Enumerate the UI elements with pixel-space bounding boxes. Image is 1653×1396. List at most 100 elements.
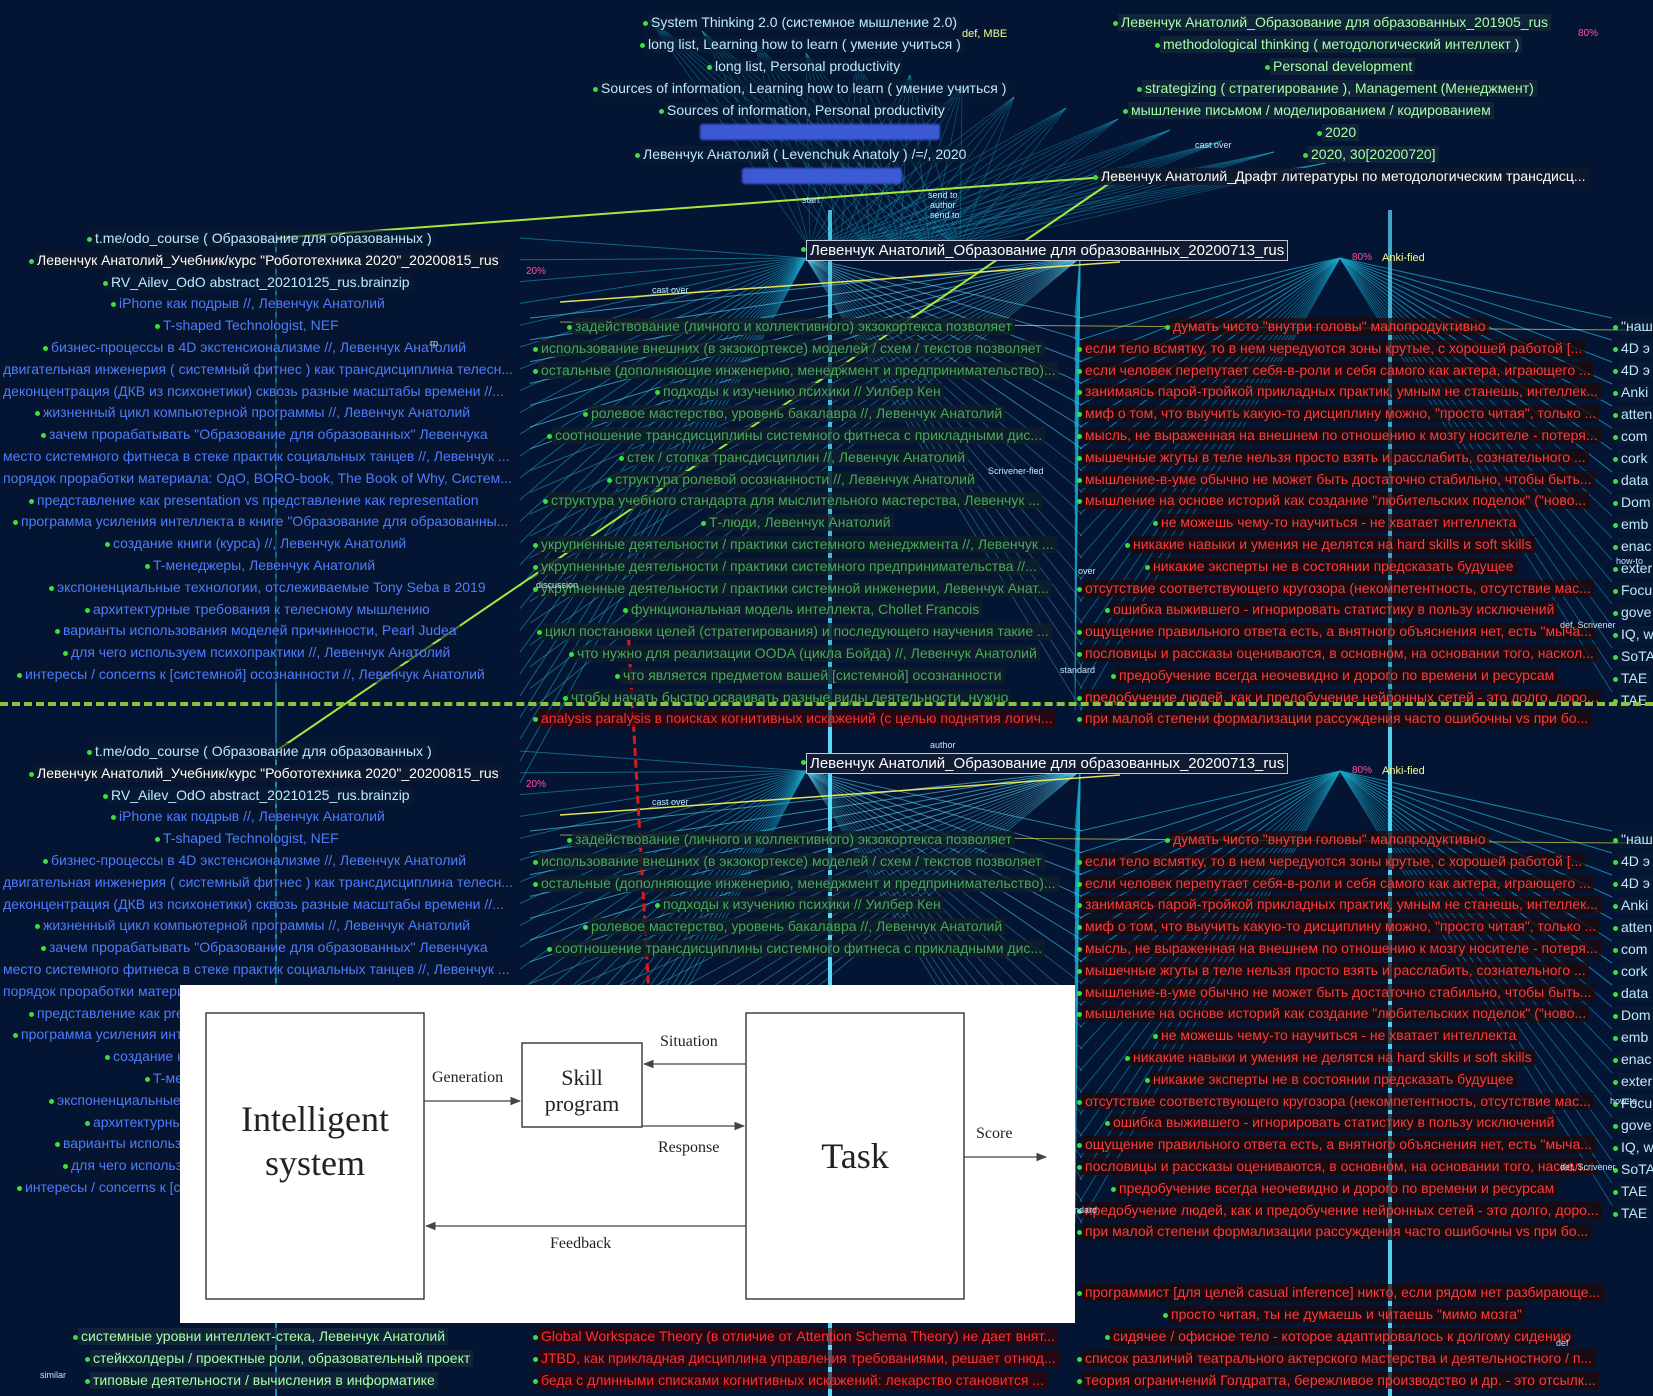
middle-node[interactable]: ролевое мастерство, уровень бакалавра //…: [588, 405, 1006, 423]
far-right-node[interactable]: Anki: [1618, 384, 1652, 401]
middle-node[interactable]: JTBD, как прикладная дисциплина управлен…: [538, 1350, 1059, 1367]
top-node[interactable]: strategizing ( стратегирование ), Manage…: [1142, 80, 1537, 97]
middle-node[interactable]: задействование (личного и коллективного)…: [572, 831, 1015, 848]
right-node[interactable]: предобучение всегда неочевидно и дорого …: [1116, 666, 1558, 684]
right-node[interactable]: отсутствие соответствующего кругозора (н…: [1082, 579, 1594, 597]
left-node[interactable]: iPhone как подрыв //, Левенчук Анатолий: [116, 808, 388, 826]
far-right-node[interactable]: atten: [1618, 406, 1653, 423]
left-node[interactable]: типовые деятельности / вычисления в инфо…: [90, 1372, 438, 1389]
middle-node[interactable]: укрупненные деятельности / практики сист…: [538, 579, 1052, 597]
left-node[interactable]: место системного фитнеса в стеке практик…: [0, 961, 513, 978]
left-node[interactable]: архитектурные требования к телесному мыш…: [90, 600, 433, 618]
far-right-node[interactable]: SoTA: [1618, 648, 1653, 665]
middle-node[interactable]: цикл постановки целей (стратегирования) …: [542, 623, 1052, 641]
middle-node[interactable]: структура ролевой осознанности //, Левен…: [612, 470, 978, 488]
far-right-node[interactable]: 4D э: [1618, 340, 1653, 357]
right-node[interactable]: никакие навыки и умения не делятся на ha…: [1130, 1049, 1535, 1066]
middle-node[interactable]: использование внешних (в экзокортексе) м…: [538, 339, 1045, 357]
right-node[interactable]: если тело всмятку, то в нем чередуются з…: [1082, 339, 1586, 357]
left-node[interactable]: Левенчук Анатолий_Учебник/курс "Робототе…: [34, 764, 502, 782]
top-node[interactable]: 2020, 30[20200720]: [1308, 146, 1439, 163]
left-node[interactable]: порядок проработки материала: ОдО, BORO-…: [0, 469, 515, 487]
left-node[interactable]: iPhone как подрыв //, Левенчук Анатолий: [116, 295, 388, 313]
middle-node[interactable]: подходы к изучению психики // Уилбер Кен: [660, 383, 944, 401]
right-node[interactable]: предобучение всегда неочевидно и дорого …: [1116, 1179, 1558, 1197]
top-node[interactable]: methodological thinking ( методологическ…: [1160, 36, 1523, 53]
far-right-node[interactable]: data: [1618, 985, 1652, 1002]
middle-node[interactable]: Т-люди, Левенчук Анатолий: [706, 514, 894, 532]
right-node[interactable]: никакие эксперты не в состоянии предсказ…: [1150, 557, 1517, 575]
far-right-node[interactable]: enac: [1618, 538, 1653, 555]
top-node[interactable]: Левенчук Анатолий_Образование для образо…: [1118, 14, 1552, 31]
right-node[interactable]: никакие навыки и умения не делятся на ha…: [1130, 536, 1535, 553]
left-node[interactable]: деконцентрация (ДКВ из психонетики) скво…: [0, 382, 507, 400]
middle-node[interactable]: укрупненные деятельности / практики сист…: [538, 536, 1057, 553]
top-node[interactable]: Sources of information, Learning how to …: [598, 80, 1010, 97]
left-node[interactable]: RV_Ailev_OdO abstract_20210125_rus.brain…: [108, 786, 413, 804]
left-node[interactable]: программа усиления интеллекта в книге "О…: [18, 513, 512, 531]
right-node[interactable]: ошибка выжившего - игнорировать статисти…: [1110, 1114, 1558, 1132]
right-node[interactable]: мышление-в-уме обычно не может быть дост…: [1082, 470, 1595, 488]
middle-node[interactable]: структура учебного стандарта для мыслите…: [548, 492, 1044, 510]
far-right-node[interactable]: cork: [1618, 963, 1651, 980]
right-node[interactable]: мышление-в-уме обычно не может быть дост…: [1082, 983, 1595, 1001]
middle-node[interactable]: использование внешних (в экзокортексе) м…: [538, 852, 1045, 870]
far-right-node[interactable]: Focu: [1618, 1095, 1653, 1112]
left-node[interactable]: системные уровни интеллект-стека, Левенч…: [78, 1328, 449, 1345]
right-node[interactable]: миф о том, что выучить какую-то дисципли…: [1082, 405, 1600, 423]
far-right-node[interactable]: SoTA: [1618, 1161, 1653, 1178]
left-node[interactable]: создание книги (курса) //, Левенчук Анат…: [110, 535, 410, 553]
right-node[interactable]: мысль, не выраженная на внешнем по отнош…: [1082, 940, 1601, 957]
top-node[interactable]: 2020: [1322, 124, 1360, 141]
left-node[interactable]: жизненный цикл компьютерной программы //…: [40, 917, 474, 935]
left-node[interactable]: RV_Ailev_OdO abstract_20210125_rus.brain…: [108, 273, 413, 291]
right-node[interactable]: сидячее / офисное тело - которое адаптир…: [1110, 1328, 1575, 1345]
right-node[interactable]: думать чисто "внутри головы" малопродукт…: [1170, 318, 1489, 335]
far-right-node[interactable]: TAE: [1618, 1205, 1651, 1222]
right-node[interactable]: ощущение правильного ответа есть, а внят…: [1082, 1136, 1595, 1154]
left-node[interactable]: бизнес-процессы в 4D экстенсионализме //…: [48, 852, 470, 869]
middle-node[interactable]: Global Workspace Theory (в отличие от At…: [538, 1328, 1058, 1345]
right-node[interactable]: программист [для целей casual inference]…: [1082, 1284, 1604, 1301]
middle-node[interactable]: остальные (дополняющие инженерию, менедж…: [538, 361, 1059, 379]
far-right-node[interactable]: "наш: [1618, 318, 1653, 335]
right-node[interactable]: ощущение правильного ответа есть, а внят…: [1082, 623, 1595, 641]
right-node[interactable]: список различий театрального актерского …: [1082, 1350, 1596, 1367]
right-node[interactable]: если человек перепутает себя-в-роли и се…: [1082, 874, 1594, 892]
left-node[interactable]: варианты использования моделей причиннос…: [60, 622, 460, 640]
right-node[interactable]: при малой степени формализации рассужден…: [1082, 1223, 1592, 1241]
left-node[interactable]: зачем прорабатывать "Образование для обр…: [46, 939, 491, 957]
top-node[interactable]: System Thinking 2.0 (системное мышление …: [648, 14, 961, 31]
left-node[interactable]: двигательная инженерия ( системный фитне…: [0, 360, 516, 378]
right-node[interactable]: мысль, не выраженная на внешнем по отнош…: [1082, 427, 1601, 444]
right-node[interactable]: предобучение людей, как и предобучение н…: [1082, 1201, 1602, 1219]
middle-node[interactable]: укрупненные деятельности / практики сист…: [538, 557, 1040, 575]
right-node[interactable]: ошибка выжившего - игнорировать статисти…: [1110, 601, 1558, 619]
far-right-node[interactable]: enac: [1618, 1051, 1653, 1068]
far-right-node[interactable]: Dom: [1618, 494, 1653, 511]
right-node[interactable]: думать чисто "внутри головы" малопродукт…: [1170, 831, 1489, 848]
right-node[interactable]: миф о том, что выучить какую-то дисципли…: [1082, 918, 1600, 936]
middle-node[interactable]: беда с длинными списками когнитивных иск…: [538, 1372, 1048, 1389]
middle-node[interactable]: analysis paralysis в поисках когнитивных…: [538, 710, 1056, 728]
far-right-node[interactable]: Dom: [1618, 1007, 1653, 1024]
left-node[interactable]: деконцентрация (ДКВ из психонетики) скво…: [0, 895, 507, 913]
far-right-node[interactable]: atten: [1618, 919, 1653, 936]
far-right-node[interactable]: exter: [1618, 1073, 1653, 1090]
left-node[interactable]: T-менеджеры, Левенчук Анатолий: [150, 557, 379, 574]
far-right-node[interactable]: Anki: [1618, 897, 1652, 914]
left-node[interactable]: интересы / concerns к [системной] осозна…: [22, 666, 488, 683]
middle-node[interactable]: что нужно для реализации OODA (цикла Бой…: [574, 645, 1040, 662]
far-right-node[interactable]: Focu: [1618, 582, 1653, 599]
left-node[interactable]: Левенчук Анатолий_Учебник/курс "Робототе…: [34, 251, 502, 269]
right-node[interactable]: занимаясь парой-тройкой прикладных практ…: [1082, 896, 1601, 914]
right-node[interactable]: при малой степени формализации рассужден…: [1082, 710, 1592, 728]
left-node[interactable]: двигательная инженерия ( системный фитне…: [0, 873, 516, 891]
right-node[interactable]: мышление на основе историй как создание …: [1082, 1005, 1590, 1023]
top-node[interactable]: long list, Learning how to learn ( умени…: [645, 36, 964, 53]
right-node[interactable]: просто читая, ты не думаешь и читаешь "м…: [1168, 1306, 1526, 1323]
middle-node[interactable]: ролевое мастерство, уровень бакалавра //…: [588, 918, 1006, 936]
left-node[interactable]: представление как presentation vs предст…: [34, 491, 482, 509]
far-right-node[interactable]: IQ, w: [1618, 626, 1653, 643]
left-node[interactable]: t.me/odo_course ( Образование для образо…: [92, 743, 435, 760]
